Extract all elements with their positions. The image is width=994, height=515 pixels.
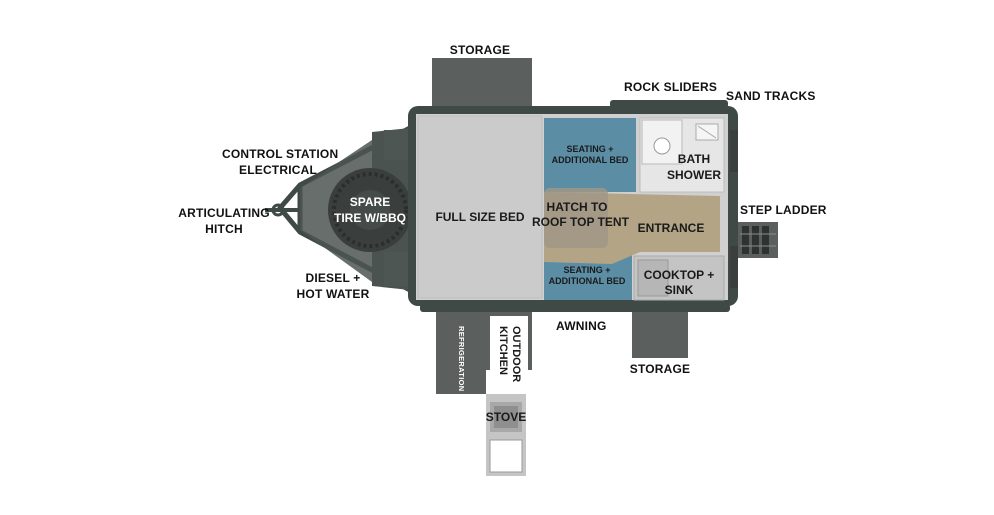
label-articulating-line2: HITCH: [205, 222, 243, 236]
label-awning: AWNING: [556, 319, 607, 333]
label-cooktop-sink: COOKTOP + SINK: [638, 268, 720, 298]
label-control-station: CONTROL STATION ELECTRICAL: [222, 146, 339, 178]
label-seating-top-line1: SEATING +: [566, 144, 614, 154]
label-seating-top-line2: ADDITIONAL BED: [551, 155, 629, 165]
hatch: [544, 188, 608, 248]
label-seating-bottom-line1: SEATING +: [563, 265, 611, 275]
label-outdoor-line1: OUTDOOR: [510, 326, 522, 383]
sand-track-top: [730, 130, 738, 172]
label-diesel-line2: HOT WATER: [296, 287, 370, 301]
label-articulating-hitch: ARTICULATING HITCH: [178, 205, 270, 237]
label-bath-line2: SHOWER: [667, 168, 721, 182]
storage-box-bottom: [632, 312, 688, 358]
label-sand-tracks: SAND TRACKS: [726, 89, 816, 103]
sand-track-bottom: [730, 246, 738, 288]
label-bath-line1: BATH: [677, 152, 711, 166]
diesel-box: [384, 252, 408, 286]
seating-top: [544, 118, 636, 192]
label-refrigeration: REFRIGERATION: [457, 326, 466, 392]
label-hatch-line1: HATCH TO: [546, 200, 608, 214]
rock-slider-top: [610, 100, 728, 108]
label-spare-line2: TIRE W/BBQ: [334, 211, 406, 225]
control-station-box: [384, 130, 408, 160]
label-storage-bottom: STORAGE: [629, 362, 691, 376]
label-control-station-line2: ELECTRICAL: [239, 163, 317, 177]
label-hatch-line2: ROOF TOP TENT: [532, 215, 629, 229]
label-seating-bottom: SEATING + ADDITIONAL BED: [540, 265, 634, 287]
label-bath-shower: BATH SHOWER: [664, 151, 724, 183]
step-ladder: [738, 222, 778, 258]
label-diesel-line1: DIESEL +: [305, 271, 361, 285]
label-storage-top: STORAGE: [449, 43, 511, 57]
label-outdoor-line2: KITCHEN: [497, 326, 509, 375]
label-stove: STOVE: [485, 410, 527, 424]
full-size-bed: [417, 115, 543, 299]
label-articulating-line1: ARTICULATING: [178, 206, 270, 220]
toilet: [653, 137, 671, 155]
label-step-ladder: STEP LADDER: [740, 203, 827, 217]
label-spare-tire: SPARE TIRE W/BBQ: [330, 194, 410, 226]
label-diesel-hot-water: DIESEL + HOT WATER: [294, 270, 372, 302]
label-cooktop-line1: COOKTOP +: [643, 268, 715, 282]
label-seating-bottom-line2: ADDITIONAL BED: [548, 276, 626, 286]
refrigeration-box: [436, 312, 486, 394]
label-full-size-bed: FULL SIZE BED: [435, 210, 525, 224]
rock-slider-bottom: [420, 304, 730, 312]
label-seating-top: SEATING + ADDITIONAL BED: [544, 144, 636, 166]
label-rock-sliders: ROCK SLIDERS: [624, 80, 718, 94]
label-control-station-line1: CONTROL STATION: [222, 147, 339, 161]
label-cooktop-line2: SINK: [664, 283, 694, 297]
storage-box-top: [432, 58, 532, 110]
label-hatch: HATCH TO ROOF TOP TENT: [532, 200, 629, 230]
label-spare-line1: SPARE: [349, 195, 391, 209]
label-entrance: ENTRANCE: [637, 221, 705, 235]
